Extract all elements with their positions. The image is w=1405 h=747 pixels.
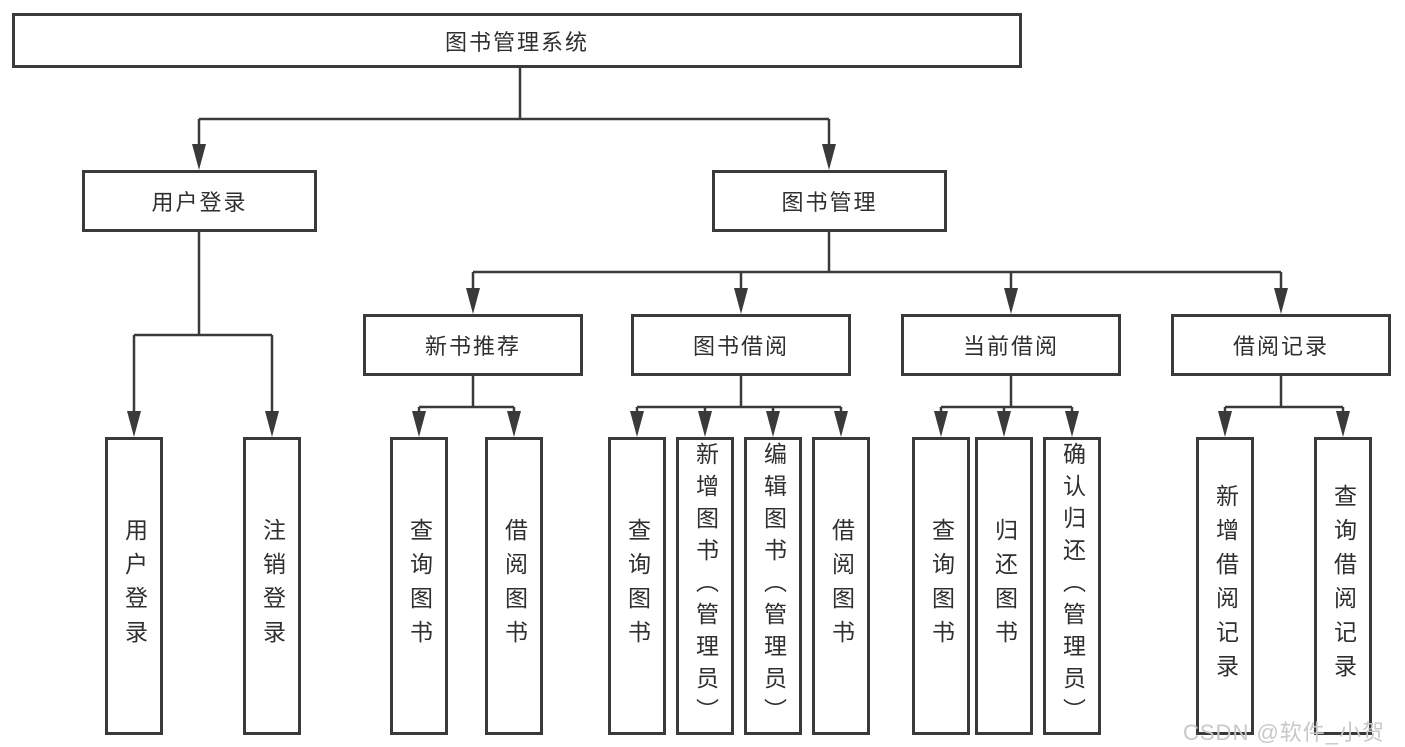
node-new-book-recommend-label: 新书推荐 (424, 334, 521, 359)
node-user-login-label: 用户登录 (151, 190, 248, 215)
node-nb-query-books-label: 查询图书 (406, 518, 433, 654)
node-borrowing-records: 借阅记录 (1171, 314, 1391, 376)
node-book-management: 图书管理 (712, 170, 947, 232)
node-br-add-record-label: 新增借阅记录 (1212, 484, 1239, 688)
node-borrowing-records-label: 借阅记录 (1232, 334, 1329, 359)
csdn-watermark: CSDN @软件_小贺同学 (1183, 720, 1386, 745)
node-user-login: 用户登录 (82, 170, 317, 232)
node-bb-edit-books-admin: 编辑图书（管理员） (744, 437, 802, 735)
node-book-management-system-label: 图书管理系统 (444, 29, 589, 55)
node-nb-borrow-books-label: 借阅图书 (501, 518, 528, 654)
node-user-login-leaf-label: 用户登录 (121, 518, 148, 654)
node-br-query-record: 查询借阅记录 (1314, 437, 1372, 735)
node-cb-return-books-label: 归还图书 (991, 518, 1018, 654)
node-new-book-recommend: 新书推荐 (363, 314, 583, 376)
node-bb-query-books: 查询图书 (608, 437, 666, 735)
node-book-management-system: 图书管理系统 (12, 13, 1022, 68)
node-bb-add-books-admin-label: 新增图书（管理员） (692, 442, 719, 730)
node-bb-edit-books-admin-label: 编辑图书（管理员） (760, 442, 787, 730)
node-nb-query-books: 查询图书 (390, 437, 448, 735)
node-book-management-label: 图书管理 (781, 190, 878, 215)
node-current-borrowing: 当前借阅 (901, 314, 1121, 376)
node-bb-borrow-books-label: 借阅图书 (828, 518, 855, 654)
node-book-borrowing: 图书借阅 (631, 314, 851, 376)
node-bb-query-books-label: 查询图书 (624, 518, 651, 654)
node-cb-confirm-return-admin-label: 确认归还（管理员） (1059, 442, 1086, 730)
node-book-borrowing-label: 图书借阅 (692, 334, 789, 359)
node-br-query-record-label: 查询借阅记录 (1330, 484, 1357, 688)
node-cb-query-books-label: 查询图书 (928, 518, 955, 654)
node-logout: 注销登录 (243, 437, 301, 735)
node-cb-return-books: 归还图书 (975, 437, 1033, 735)
node-br-add-record: 新增借阅记录 (1196, 437, 1254, 735)
node-cb-query-books: 查询图书 (912, 437, 970, 735)
node-nb-borrow-books: 借阅图书 (485, 437, 543, 735)
node-bb-add-books-admin: 新增图书（管理员） (676, 437, 734, 735)
node-cb-confirm-return-admin: 确认归还（管理员） (1043, 437, 1101, 735)
node-current-borrowing-label: 当前借阅 (962, 334, 1059, 359)
node-bb-borrow-books: 借阅图书 (812, 437, 870, 735)
node-logout-label: 注销登录 (259, 518, 286, 654)
node-user-login-leaf: 用户登录 (105, 437, 163, 735)
